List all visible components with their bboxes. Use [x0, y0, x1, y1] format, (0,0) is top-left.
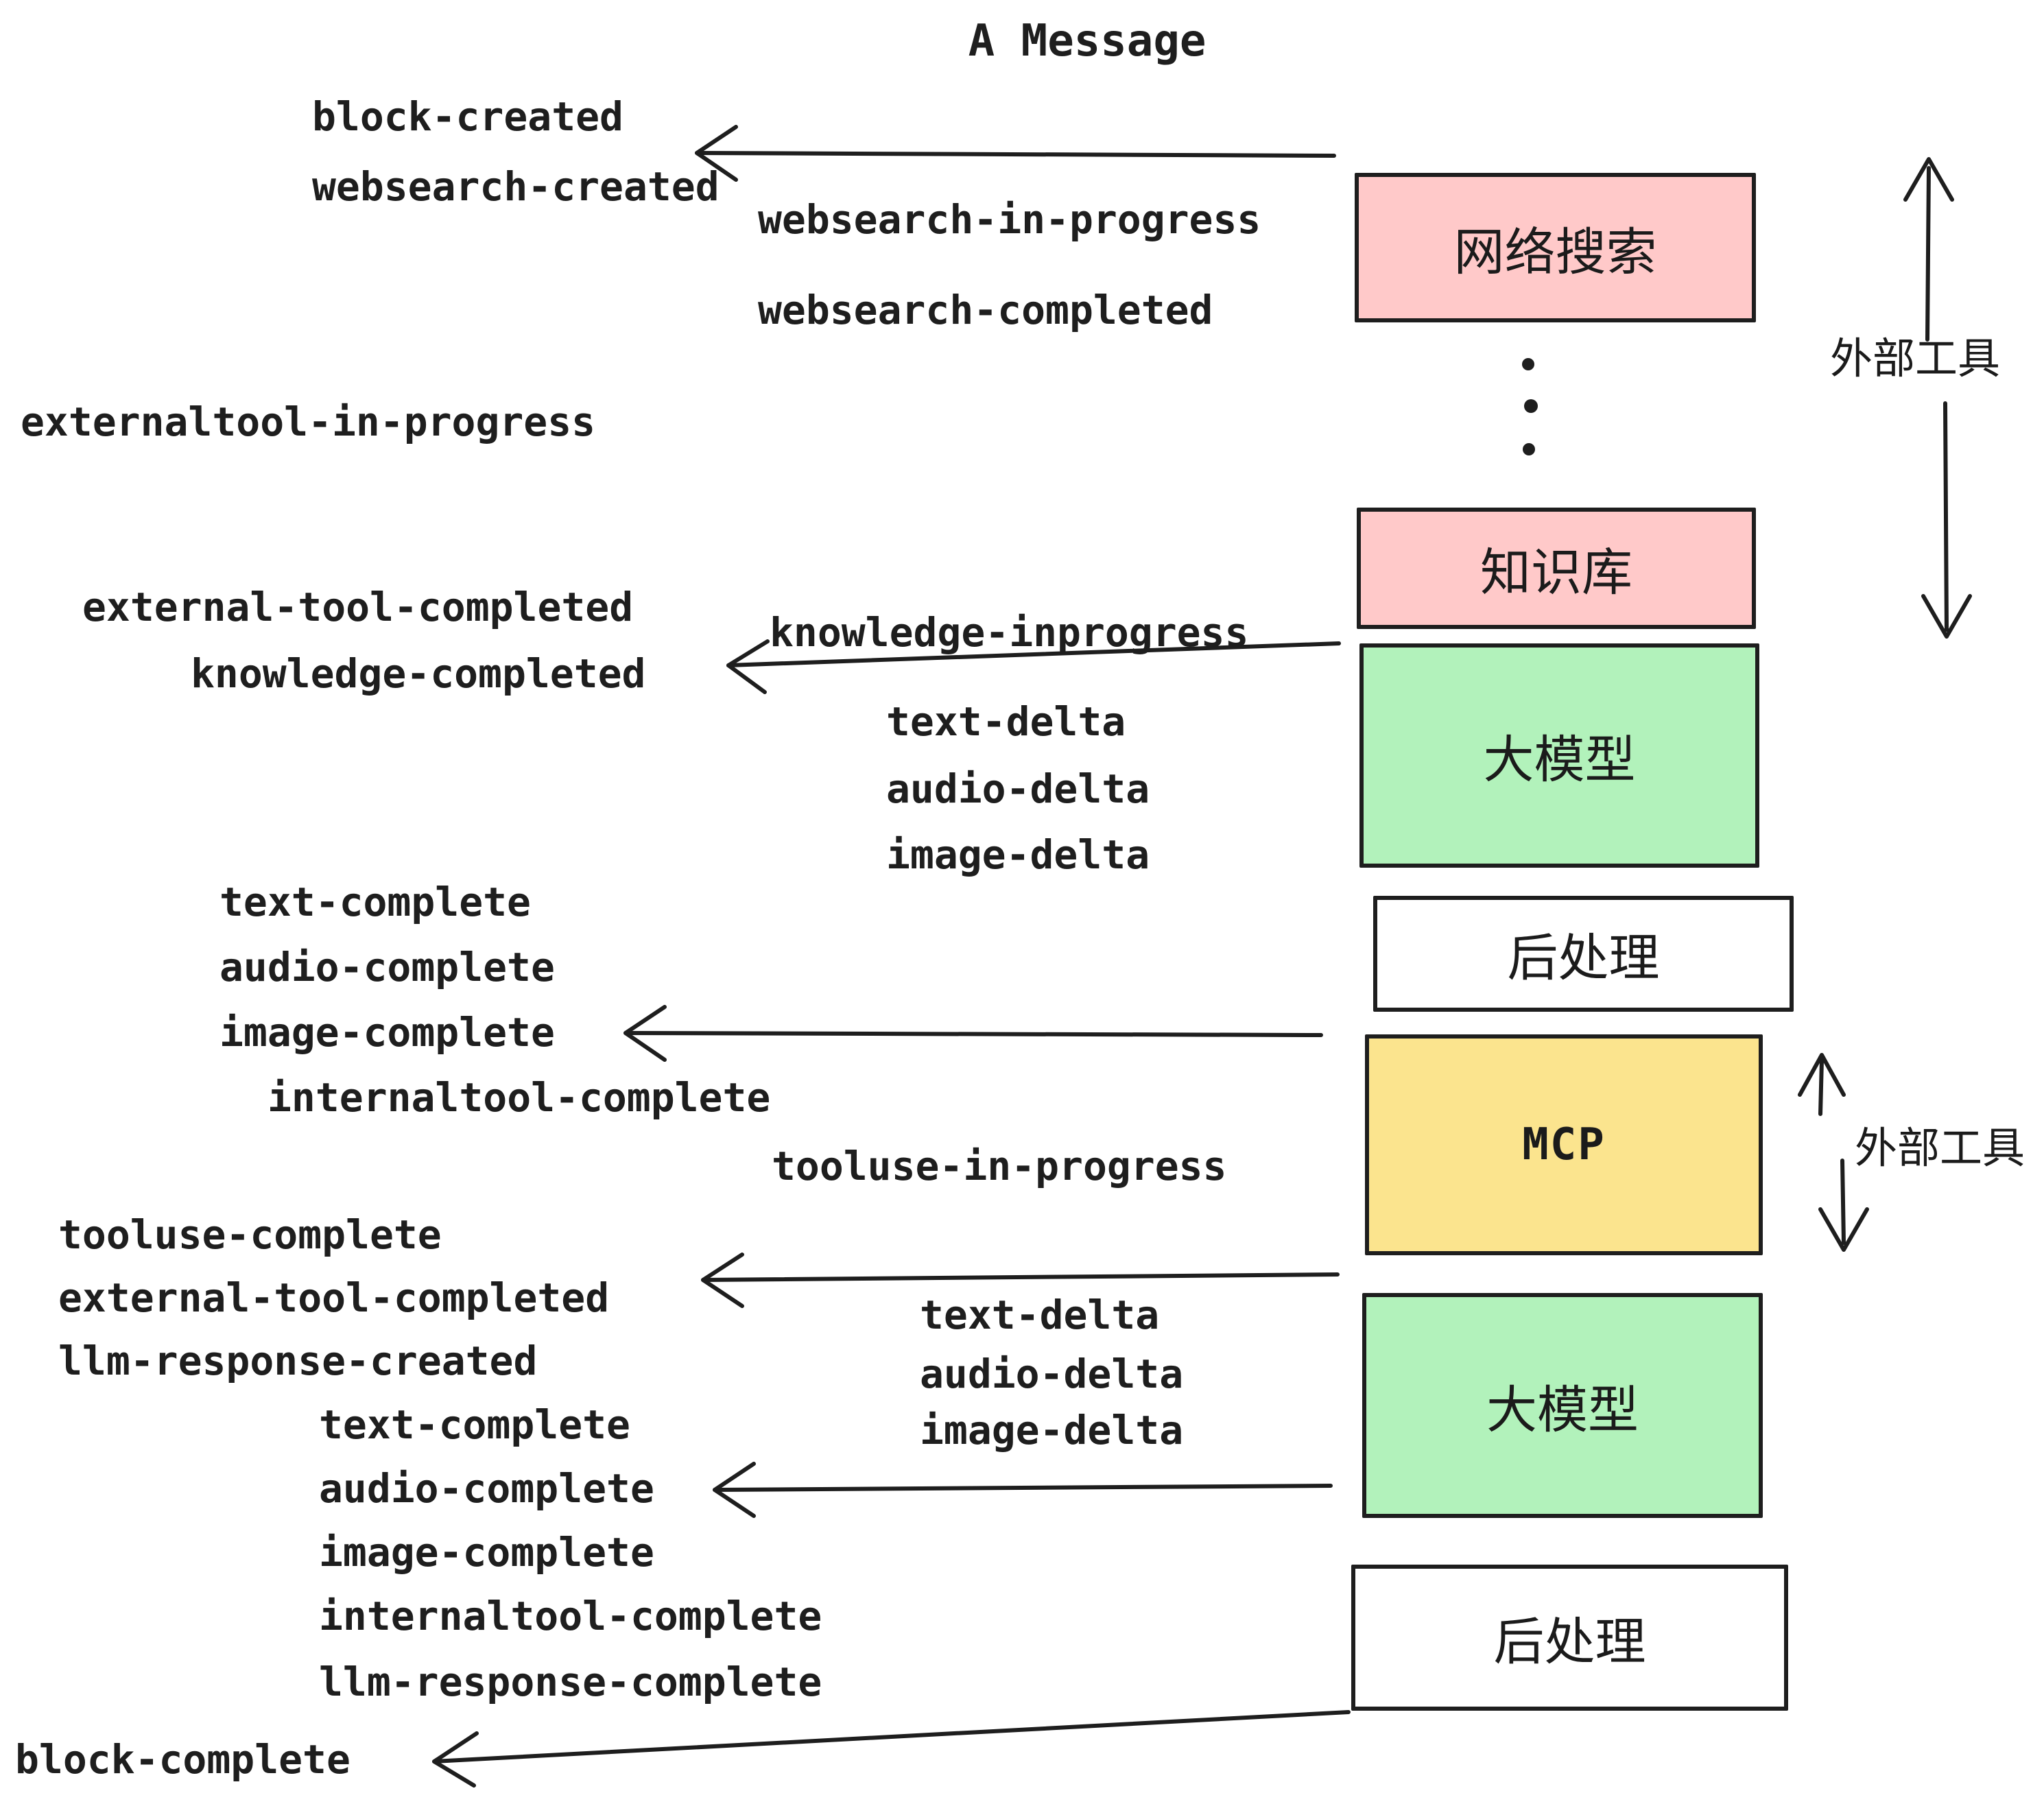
event-label-block-created: block-created: [312, 93, 623, 140]
box-mcp-label: MCP: [1522, 1119, 1606, 1170]
page-title: A Message: [968, 16, 1207, 67]
event-label-tooluse-in-progress: tooluse-in-progress: [772, 1143, 1227, 1189]
event-label-image-complete-1: image-complete: [219, 1009, 555, 1056]
event-label-websearch-in-progress: websearch-in-progress: [758, 196, 1261, 243]
box-llm-1-label: 大模型: [1483, 731, 1636, 788]
external-tools-annotation-2: 外部工具: [1854, 1125, 2025, 1172]
arrow-to-image-complete: [623, 1005, 1323, 1062]
arrow-to-block-complete: [432, 1710, 1351, 1788]
vertical-ellipsis-icon: [1522, 358, 1538, 455]
arrow-to-block-created: [695, 125, 1336, 182]
event-label-internaltool-complete-1: internaltool-complete: [268, 1074, 771, 1121]
event-label-knowledge-inprogress: knowledge-inprogress: [770, 609, 1249, 656]
external-tools-up-arrow-1: [1903, 157, 1954, 342]
external-tools-annotation-1: 外部工具: [1829, 335, 2001, 383]
external-tools-down-arrow-1: [1921, 401, 1972, 639]
box-websearch-label: 网络搜索: [1453, 223, 1657, 281]
event-label-image-complete-2: image-complete: [319, 1529, 654, 1576]
event-label-external-tool-completed-2: external-tool-completed: [58, 1274, 610, 1321]
external-tools-up-arrow-2: [1798, 1053, 1846, 1116]
event-label-internaltool-complete-2: internaltool-complete: [319, 1593, 822, 1639]
arrow-to-tooluse-complete: [701, 1253, 1340, 1308]
arrow-to-knowledge-completed: [726, 639, 1341, 694]
event-label-llm-response-complete: llm-response-complete: [319, 1659, 822, 1705]
event-label-block-complete: block-complete: [15, 1736, 350, 1783]
event-label-audio-delta-2: audio-delta: [920, 1351, 1184, 1397]
box-llm-2: 大模型: [1362, 1293, 1763, 1518]
box-postprocess-2: 后处理: [1351, 1565, 1788, 1711]
event-label-audio-complete-2: audio-complete: [319, 1465, 654, 1512]
event-label-text-delta-2: text-delta: [920, 1292, 1160, 1338]
box-postprocess-1-label: 后处理: [1507, 929, 1660, 986]
event-label-audio-delta-1: audio-delta: [886, 765, 1150, 812]
box-llm-2-label: 大模型: [1486, 1381, 1639, 1438]
event-label-text-complete-1: text-complete: [219, 879, 531, 925]
event-label-websearch-completed: websearch-completed: [758, 287, 1213, 333]
event-label-external-tool-completed-1: external-tool-completed: [82, 584, 634, 630]
box-llm-1: 大模型: [1359, 643, 1759, 868]
event-label-audio-complete-1: audio-complete: [219, 944, 555, 990]
event-label-image-delta-2: image-delta: [920, 1407, 1184, 1453]
event-label-externaltool-in-progress: externaltool-in-progress: [21, 399, 596, 445]
event-label-llm-response-created: llm-response-created: [58, 1338, 538, 1384]
box-websearch: 网络搜索: [1355, 173, 1756, 322]
event-label-text-delta-1: text-delta: [886, 698, 1126, 745]
event-label-knowledge-completed: knowledge-completed: [191, 650, 646, 697]
arrow-to-audio-complete: [713, 1462, 1333, 1518]
box-postprocess-1: 后处理: [1373, 896, 1794, 1012]
box-knowledge-label: 知识库: [1480, 544, 1632, 601]
event-label-text-complete-2: text-complete: [319, 1401, 630, 1448]
box-mcp: MCP: [1365, 1034, 1763, 1255]
event-label-image-delta-1: image-delta: [886, 831, 1150, 878]
box-knowledge: 知识库: [1357, 508, 1756, 629]
event-label-tooluse-complete: tooluse-complete: [58, 1211, 442, 1258]
event-label-websearch-created: websearch-created: [312, 163, 720, 210]
box-postprocess-2-label: 后处理: [1493, 1613, 1646, 1670]
external-tools-down-arrow-2: [1818, 1159, 1869, 1252]
